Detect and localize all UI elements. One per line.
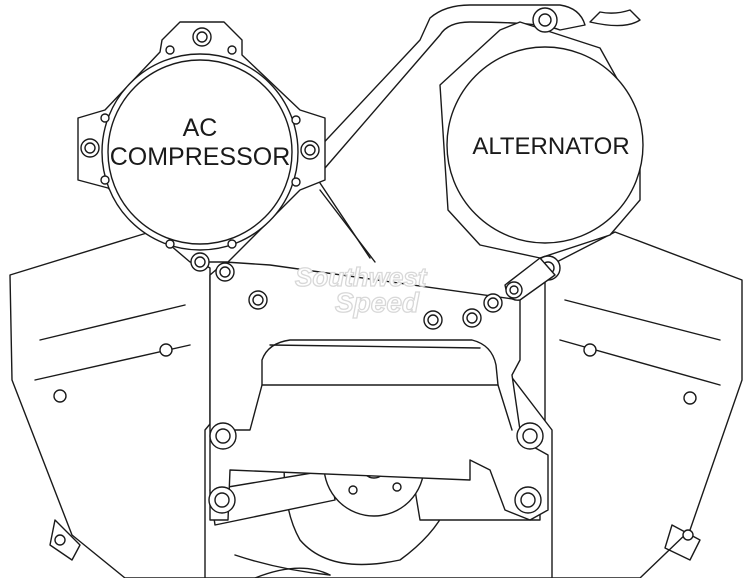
alternator [439, 7, 644, 301]
left-cylinder-head [9, 231, 211, 578]
ac-compressor [77, 21, 326, 272]
lower-bolts [208, 422, 544, 514]
right-cylinder-head [544, 231, 743, 578]
ac-label-line1: AC [183, 114, 218, 142]
watermark-logo: Southwest Speed [294, 261, 428, 318]
alternator-label: ALTERNATOR [472, 133, 629, 160]
main-bracket-plate [209, 261, 549, 521]
watermark-line2: Speed [335, 287, 420, 318]
ac-label-line2: COMPRESSOR [110, 143, 291, 171]
watermark-line1: Southwest [295, 262, 428, 292]
